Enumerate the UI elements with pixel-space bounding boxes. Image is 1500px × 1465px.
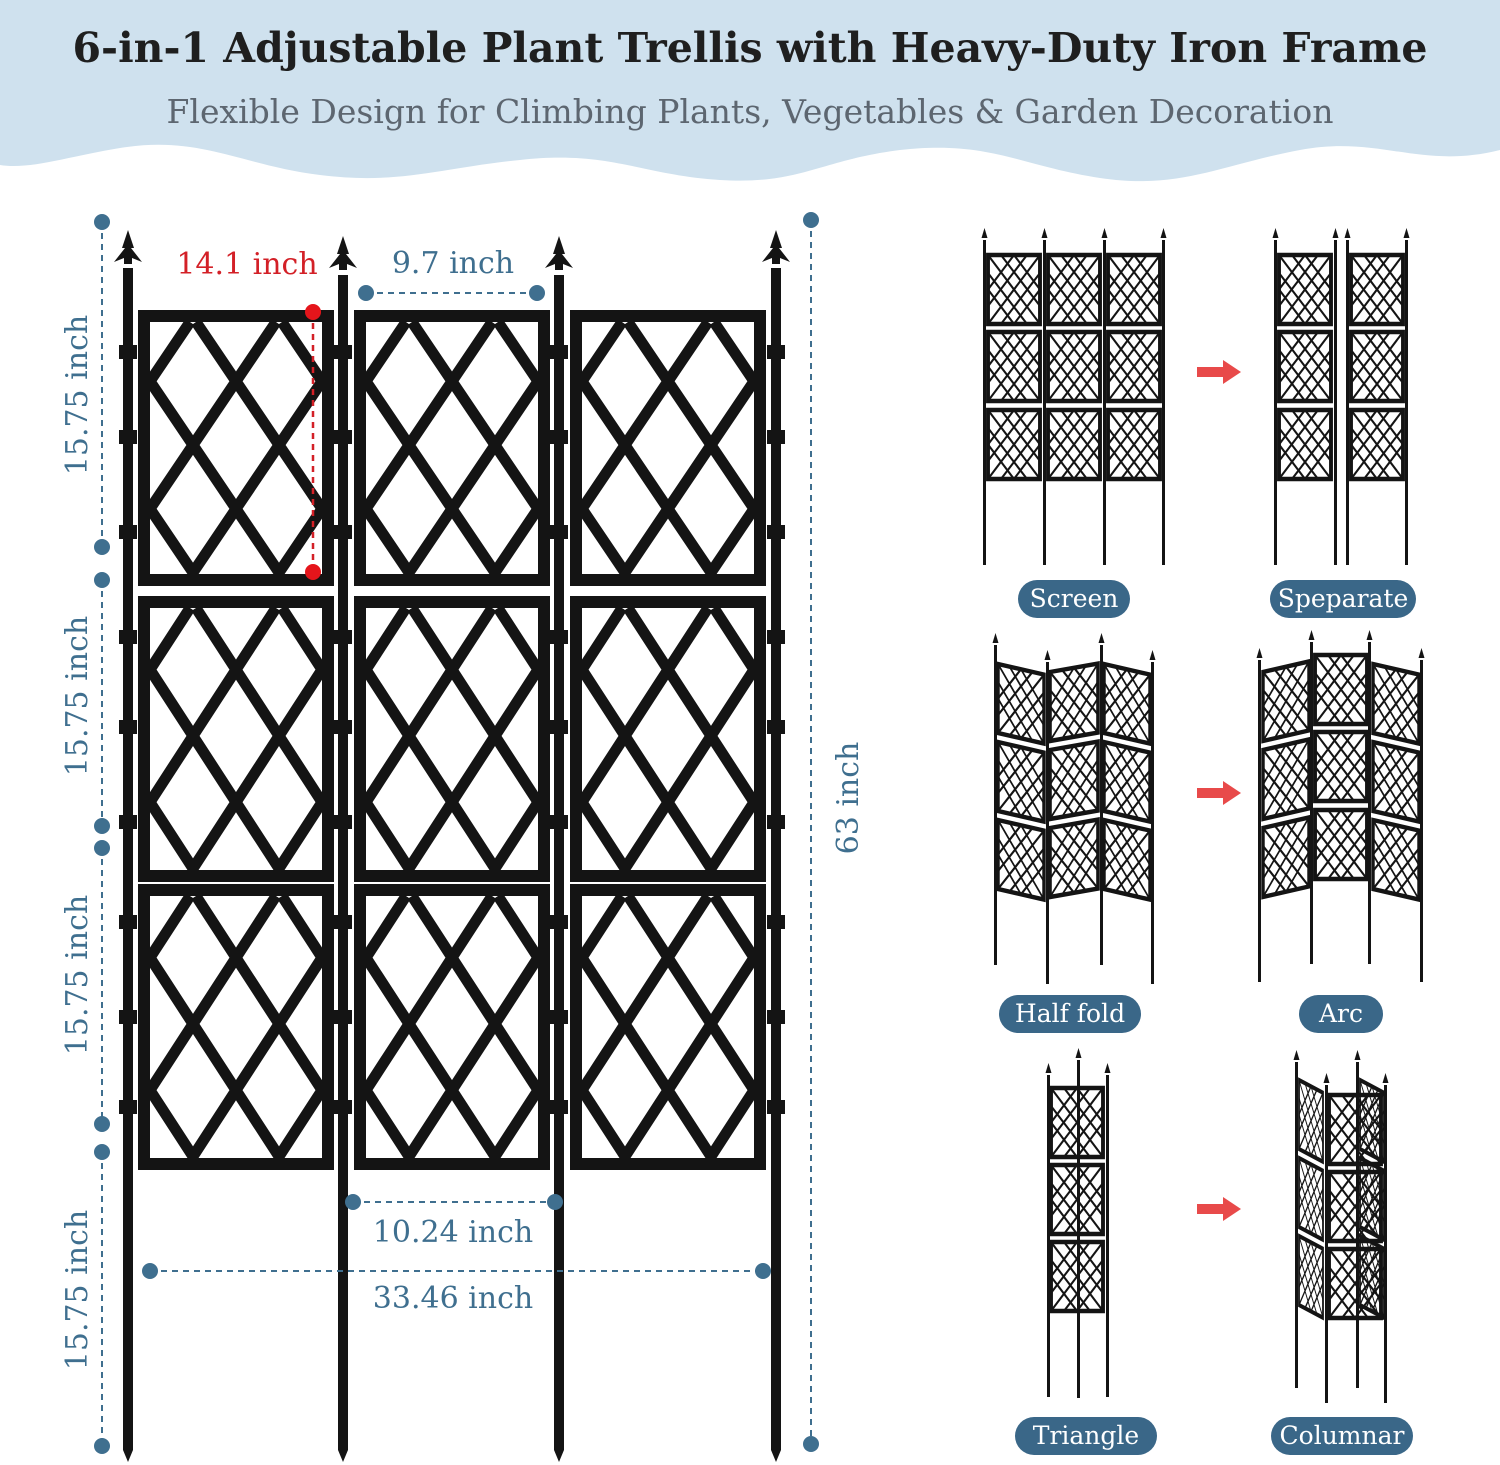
header-banner [0, 0, 1500, 182]
config-triangle-illustration [1045, 1048, 1111, 1398]
config-screen-illustration [981, 228, 1167, 565]
segment-1-label: 15.75 inch [60, 315, 95, 475]
page-subtitle: Flexible Design for Climbing Plants, Veg… [166, 92, 1334, 131]
segment-2-label: 15.75 inch [60, 616, 95, 776]
pole-clips [119, 345, 785, 1114]
top-gap-marker [358, 285, 545, 301]
panel-7 [138, 884, 334, 1170]
mode-label-arc: Arc [1299, 995, 1383, 1033]
panel-height-label: 14.1 inch [176, 247, 317, 282]
panel-3 [570, 310, 766, 586]
panel-2 [354, 310, 550, 586]
panel-9 [570, 884, 766, 1170]
panel-5 [354, 596, 550, 882]
trellis-panels [138, 310, 766, 1170]
left-dimension-dots [94, 214, 110, 1454]
arrow-right-icon [1197, 1197, 1241, 1221]
config-separate-illustration [1272, 228, 1410, 565]
mode-label-screen: Screen [1018, 580, 1130, 618]
trellis-illustration: 15.75 inch 15.75 inch 15.75 inch 15.75 i… [60, 212, 1425, 1462]
segment-4-label: 15.75 inch [60, 1210, 95, 1370]
arrow-right-icon [1197, 781, 1241, 805]
segment-3-label: 15.75 inch [60, 895, 95, 1055]
total-width-label: 33.46 inch [373, 1281, 533, 1316]
mode-label-half-fold: Half fold [999, 995, 1141, 1033]
config-half-fold-illustration [992, 633, 1156, 984]
mode-label-separate: Speparate [1270, 580, 1416, 618]
panel-height-marker [305, 304, 321, 580]
panel-4 [138, 596, 334, 882]
page-title: 6-in-1 Adjustable Plant Trellis with Hea… [72, 24, 1428, 72]
panel-8 [354, 884, 550, 1170]
total-width-marker [142, 1263, 771, 1279]
config-arc-illustration [1256, 630, 1425, 982]
config-columnar-illustration [1293, 1050, 1389, 1403]
trellis-poles [123, 268, 781, 1462]
mode-label-columnar: Columnar [1271, 1417, 1413, 1455]
panel-1 [138, 310, 334, 586]
mode-label-triangle: Triangle [1015, 1417, 1157, 1455]
top-gap-label: 9.7 inch [392, 246, 514, 281]
arrow-right-icon [1197, 360, 1241, 384]
bottom-gap-label: 10.24 inch [373, 1215, 533, 1250]
panel-6 [570, 596, 766, 882]
total-height-label: 63 inch [831, 742, 866, 855]
bottom-gap-marker [345, 1194, 563, 1210]
total-height-line [803, 212, 819, 1452]
